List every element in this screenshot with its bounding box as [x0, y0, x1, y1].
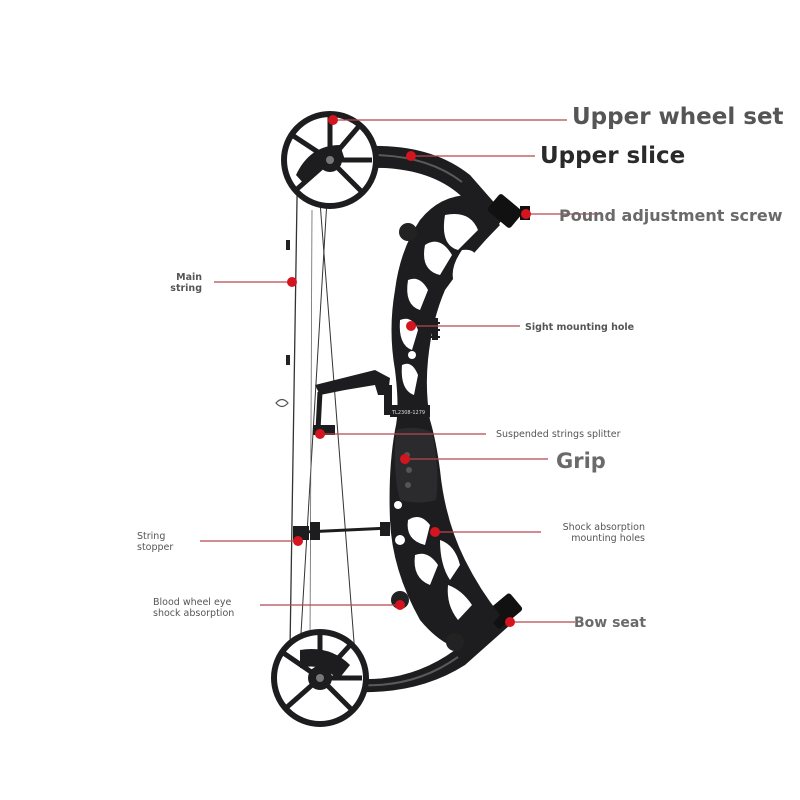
label-pound-adjustment-screw: Pound adjustment screw — [559, 206, 783, 225]
dot-sight-mounting-hole — [406, 321, 416, 331]
label-blood-wheel-eye-shock-absorption: Blood wheel eye shock absorption — [153, 597, 235, 619]
riser-marking: TL2308-1279 — [391, 410, 425, 416]
label-bow-seat: Bow seat — [574, 615, 647, 631]
bow-strings — [289, 134, 356, 656]
label-upper-slice: Upper slice — [540, 143, 686, 169]
label-main-string: Main string — [170, 272, 202, 294]
dot-pound-adjustment-screw — [521, 209, 531, 219]
dot-grip — [400, 454, 410, 464]
dot-blood-wheel — [395, 600, 405, 610]
dot-shock-absorption — [430, 527, 440, 537]
dot-upper-wheel-set — [328, 115, 338, 125]
lower-cam — [271, 629, 369, 727]
dot-upper-slice — [406, 151, 416, 161]
cable-guard — [313, 370, 392, 435]
label-sight-mounting-hole: Sight mounting hole — [525, 322, 635, 333]
upper-cam — [281, 111, 379, 209]
label-grip: Grip — [556, 449, 606, 473]
label-upper-wheel-set: Upper wheel set — [572, 104, 784, 130]
marker-dots — [287, 115, 531, 627]
dot-main-string — [287, 277, 297, 287]
leader-lines — [200, 119, 600, 623]
dot-suspended-strings-splitter — [315, 429, 325, 439]
bow-riser: TL2308-1279 — [389, 195, 500, 651]
dot-bow-seat — [505, 617, 515, 627]
dot-string-stopper — [293, 536, 303, 546]
label-shock-absorption-mounting-holes: Shock absorption mounting holes — [562, 522, 645, 544]
label-suspended-strings-splitter: Suspended strings splitter — [496, 429, 621, 440]
label-string-stopper: String stopper — [137, 531, 174, 553]
